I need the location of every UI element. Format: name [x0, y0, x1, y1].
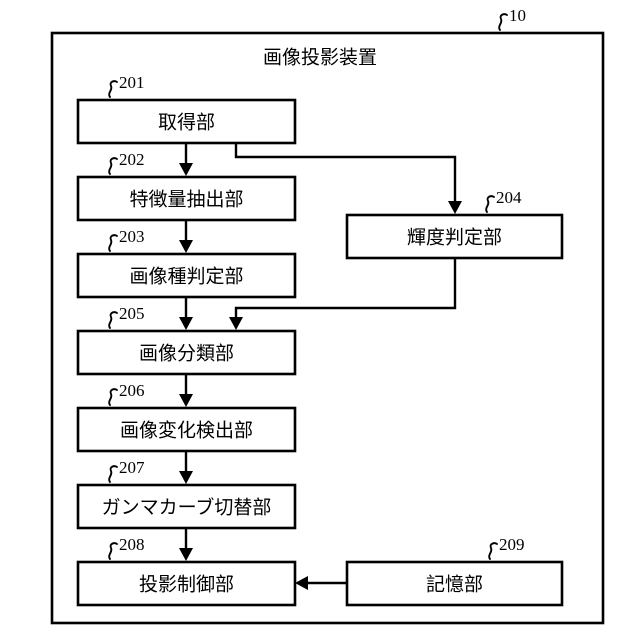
- connector-202-to-203: [179, 220, 193, 253]
- ref-number-202: 202: [119, 150, 145, 169]
- block-209[interactable]: 記憶部 209: [345, 535, 564, 607]
- ref-leader-208: [108, 542, 118, 560]
- ref-number-205: 205: [119, 304, 145, 323]
- block-209-rect[interactable]: [345, 560, 564, 607]
- block-201[interactable]: 取得部 201: [76, 73, 297, 145]
- connector-203-to-205: [179, 297, 193, 330]
- block-203-label: 画像種判定部: [129, 266, 243, 288]
- ref-leader-209: [488, 542, 498, 560]
- block-204-label: 輝度判定部: [407, 227, 502, 249]
- block-202[interactable]: 特徴量抽出部 202: [76, 150, 297, 222]
- ref-leader-207: [108, 465, 118, 483]
- ref-leader-206: [108, 388, 118, 406]
- block-204-rect[interactable]: [345, 213, 564, 260]
- connector-201-to-202: [179, 143, 193, 176]
- ref-number-208: 208: [119, 535, 145, 554]
- block-202-rect[interactable]: [76, 175, 297, 222]
- connector-201-to-204: [234, 143, 462, 214]
- ref-leader-202: [108, 157, 118, 175]
- figure-title: 画像投影装置: [263, 47, 377, 69]
- block-203[interactable]: 画像種判定部 203: [76, 227, 297, 299]
- ref-leader-204: [485, 195, 495, 213]
- block-201-rect[interactable]: [76, 98, 297, 145]
- ref-leader-205: [108, 311, 118, 329]
- block-207[interactable]: ガンマカーブ切替部 207: [76, 458, 297, 530]
- block-206-label: 画像変化検出部: [120, 420, 253, 442]
- block-204[interactable]: 輝度判定部 204: [345, 188, 564, 260]
- connector-207-to-208: [179, 528, 193, 561]
- ref-number-10: 10: [509, 6, 526, 25]
- block-208-label: 投影制御部: [139, 574, 234, 596]
- ref-leader-10: [498, 13, 508, 31]
- ref-number-201: 201: [119, 73, 145, 92]
- connector-209-to-208: [295, 576, 347, 590]
- ref-number-204: 204: [496, 188, 522, 207]
- ref-number-206: 206: [119, 381, 145, 400]
- ref-number-207: 207: [119, 458, 145, 477]
- block-208[interactable]: 投影制御部 208: [76, 535, 297, 607]
- block-201-label: 取得部: [158, 112, 215, 134]
- connector-206-to-207: [179, 451, 193, 484]
- block-205-rect[interactable]: [76, 329, 297, 376]
- block-207-rect[interactable]: [76, 483, 297, 530]
- block-207-label: ガンマカーブ切替部: [102, 496, 272, 519]
- block-209-label: 記憶部: [426, 574, 483, 596]
- block-203-rect[interactable]: [76, 252, 297, 299]
- ref-leader-201: [108, 80, 118, 98]
- connector-204-to-205: [229, 258, 457, 330]
- block-205-label: 画像分類部: [139, 343, 234, 365]
- block-205[interactable]: 画像分類部 205: [76, 304, 297, 376]
- connector-205-to-206: [179, 374, 193, 407]
- block-206[interactable]: 画像変化検出部 206: [76, 381, 297, 453]
- block-208-rect[interactable]: [76, 560, 297, 607]
- ref-leader-203: [108, 234, 118, 252]
- apparatus-frame: [50, 31, 605, 625]
- ref-number-209: 209: [499, 535, 525, 554]
- block-206-rect[interactable]: [76, 406, 297, 453]
- ref-number-203: 203: [119, 227, 145, 246]
- block-202-label: 特徴量抽出部: [129, 189, 243, 211]
